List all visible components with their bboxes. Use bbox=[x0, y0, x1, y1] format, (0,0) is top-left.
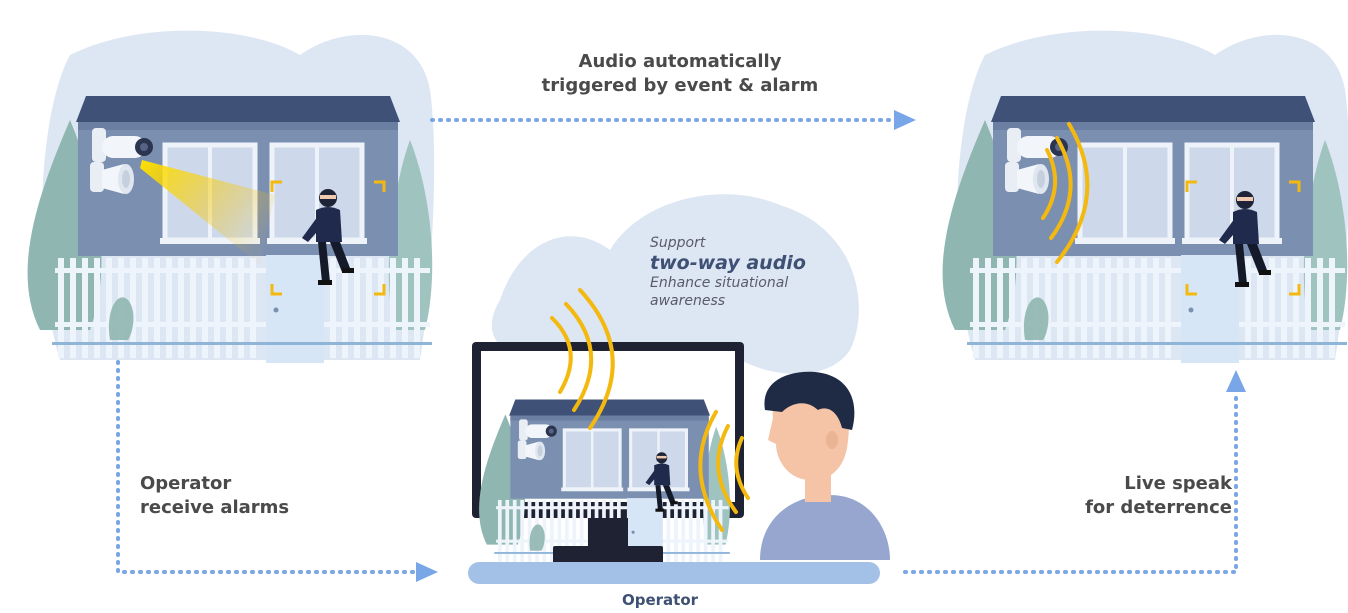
right-scene bbox=[943, 30, 1348, 363]
operator-figure bbox=[760, 371, 890, 560]
two-way-audio-callout: Support two-way audio Enhance situationa… bbox=[650, 234, 870, 310]
label-operator-receive: Operator receive alarms bbox=[140, 472, 340, 520]
label-operator-receive-line1: Operator bbox=[140, 473, 232, 494]
label-audio-trigger-line1: Audio automatically bbox=[578, 51, 782, 72]
label-audio-trigger-line2: triggered by event & alarm bbox=[541, 75, 819, 96]
label-live-speak-line2: for deterrence bbox=[1085, 497, 1232, 518]
callout-line-awareness: awareness bbox=[650, 293, 726, 309]
operator-desk bbox=[468, 562, 880, 584]
label-live-speak-line1: Live speak bbox=[1124, 473, 1232, 494]
arrow-icon bbox=[430, 110, 916, 130]
detection-frame bbox=[270, 180, 386, 296]
arrow-icon bbox=[903, 370, 1246, 574]
label-operator-receive-line2: receive alarms bbox=[140, 497, 290, 518]
arrow-icon bbox=[116, 360, 438, 582]
house-right bbox=[943, 96, 1348, 363]
camera-beam bbox=[140, 160, 275, 265]
sound-wave-icon bbox=[550, 288, 750, 532]
monitor-icon bbox=[472, 342, 744, 567]
callout-line-enhance: Enhance situational bbox=[650, 275, 789, 291]
callout-highlight: two-way audio bbox=[650, 252, 806, 274]
callout-line-support: Support bbox=[650, 235, 706, 251]
detection-frame bbox=[1185, 180, 1301, 296]
label-live-speak: Live speak for deterrence bbox=[1032, 472, 1232, 520]
label-audio-trigger: Audio automatically triggered by event &… bbox=[520, 50, 840, 98]
sound-wave-icon bbox=[1041, 122, 1090, 264]
label-operator: Operator bbox=[621, 591, 699, 609]
left-scene bbox=[28, 30, 435, 363]
